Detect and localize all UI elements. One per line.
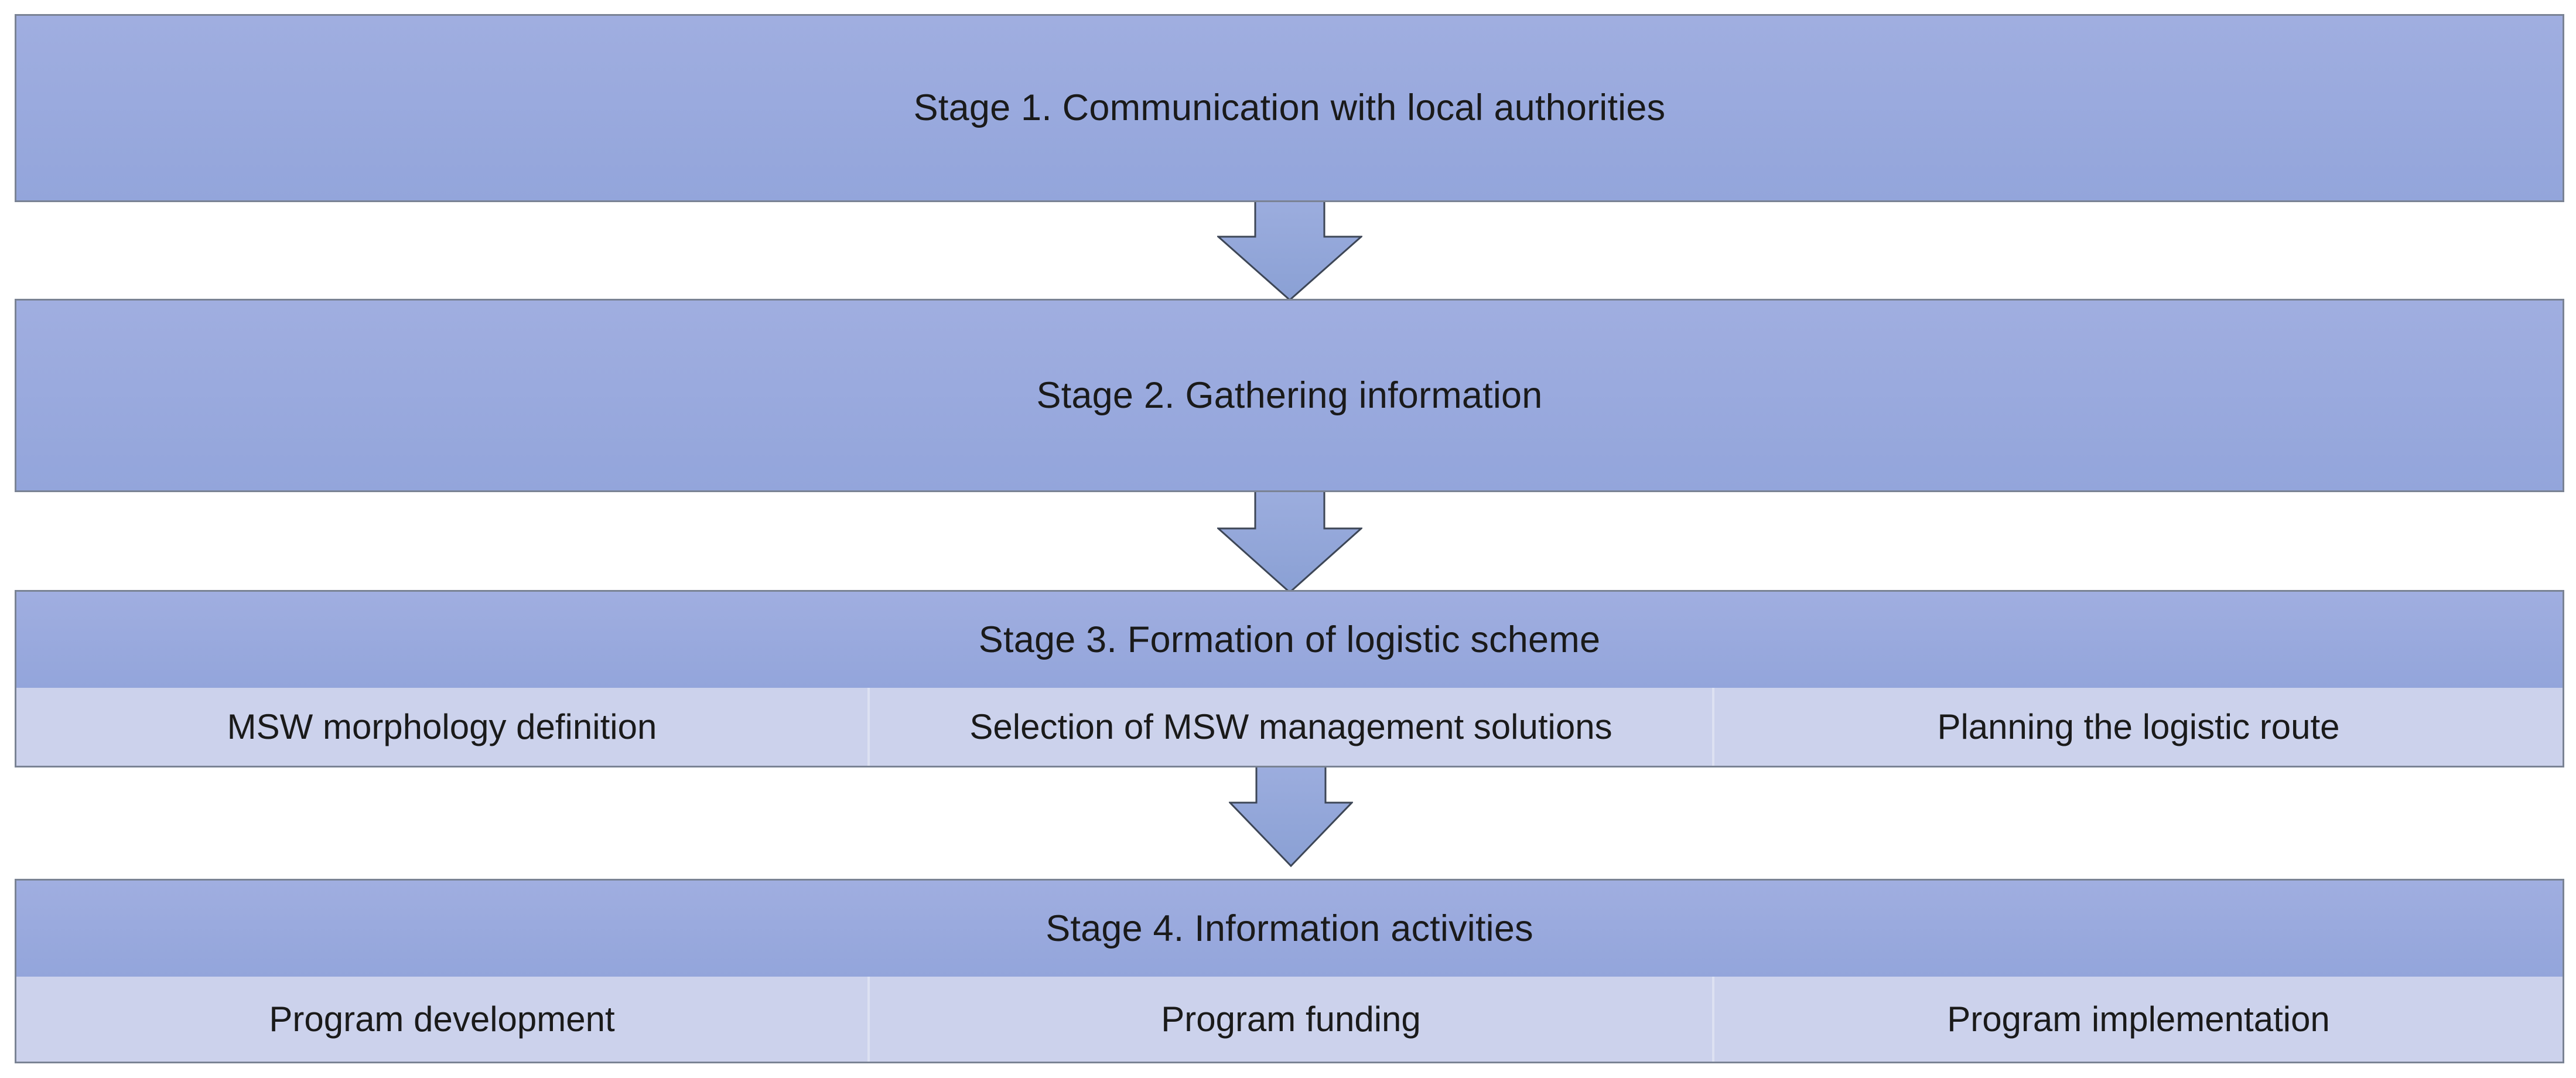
substage-cell-msw-management-solutions[interactable]: Selection of MSW management solutions [867,688,1712,766]
down-arrow-icon-stage1-to-stage2 [1217,200,1362,301]
stage-box-3[interactable]: Stage 3. Formation of logistic scheme MS… [15,590,2564,767]
stage-header-2: Stage 2. Gathering information [16,301,2563,490]
down-arrow-icon-stage2-to-stage3 [1217,491,1362,593]
substage-label-msw-management-solutions: Selection of MSW management solutions [969,707,1612,746]
stage-title-3: Stage 3. Formation of logistic scheme [978,619,1601,660]
substage-cell-program-development[interactable]: Program development [16,977,867,1062]
stage-title-4: Stage 4. Information activities [1046,908,1533,949]
stage-header-1: Stage 1. Communication with local author… [16,16,2563,200]
substage-label-logistic-route: Planning the logistic route [1937,707,2340,746]
substage-label-program-implementation: Program implementation [1947,999,2330,1039]
stage-box-1[interactable]: Stage 1. Communication with local author… [15,14,2564,202]
substage-cell-program-funding[interactable]: Program funding [867,977,1712,1062]
substage-row-4: Program development Program funding Prog… [16,977,2563,1062]
substage-label-msw-morphology: MSW morphology definition [227,707,657,746]
substage-row-3: MSW morphology definition Selection of M… [16,688,2563,766]
substage-label-program-funding: Program funding [1161,999,1421,1039]
substage-label-program-development: Program development [269,999,615,1039]
stage-header-3: Stage 3. Formation of logistic scheme [16,592,2563,688]
stage-title-1: Stage 1. Communication with local author… [913,87,1666,128]
substage-cell-logistic-route[interactable]: Planning the logistic route [1712,688,2563,766]
stage-box-2[interactable]: Stage 2. Gathering information [15,299,2564,492]
stage-title-2: Stage 2. Gathering information [1036,374,1543,416]
substage-cell-program-implementation[interactable]: Program implementation [1712,977,2563,1062]
substage-cell-msw-morphology[interactable]: MSW morphology definition [16,688,867,766]
stage-box-4[interactable]: Stage 4. Information activities Program … [15,879,2564,1063]
down-arrow-icon-stage3-to-stage4 [1229,766,1353,867]
stage-header-4: Stage 4. Information activities [16,881,2563,977]
